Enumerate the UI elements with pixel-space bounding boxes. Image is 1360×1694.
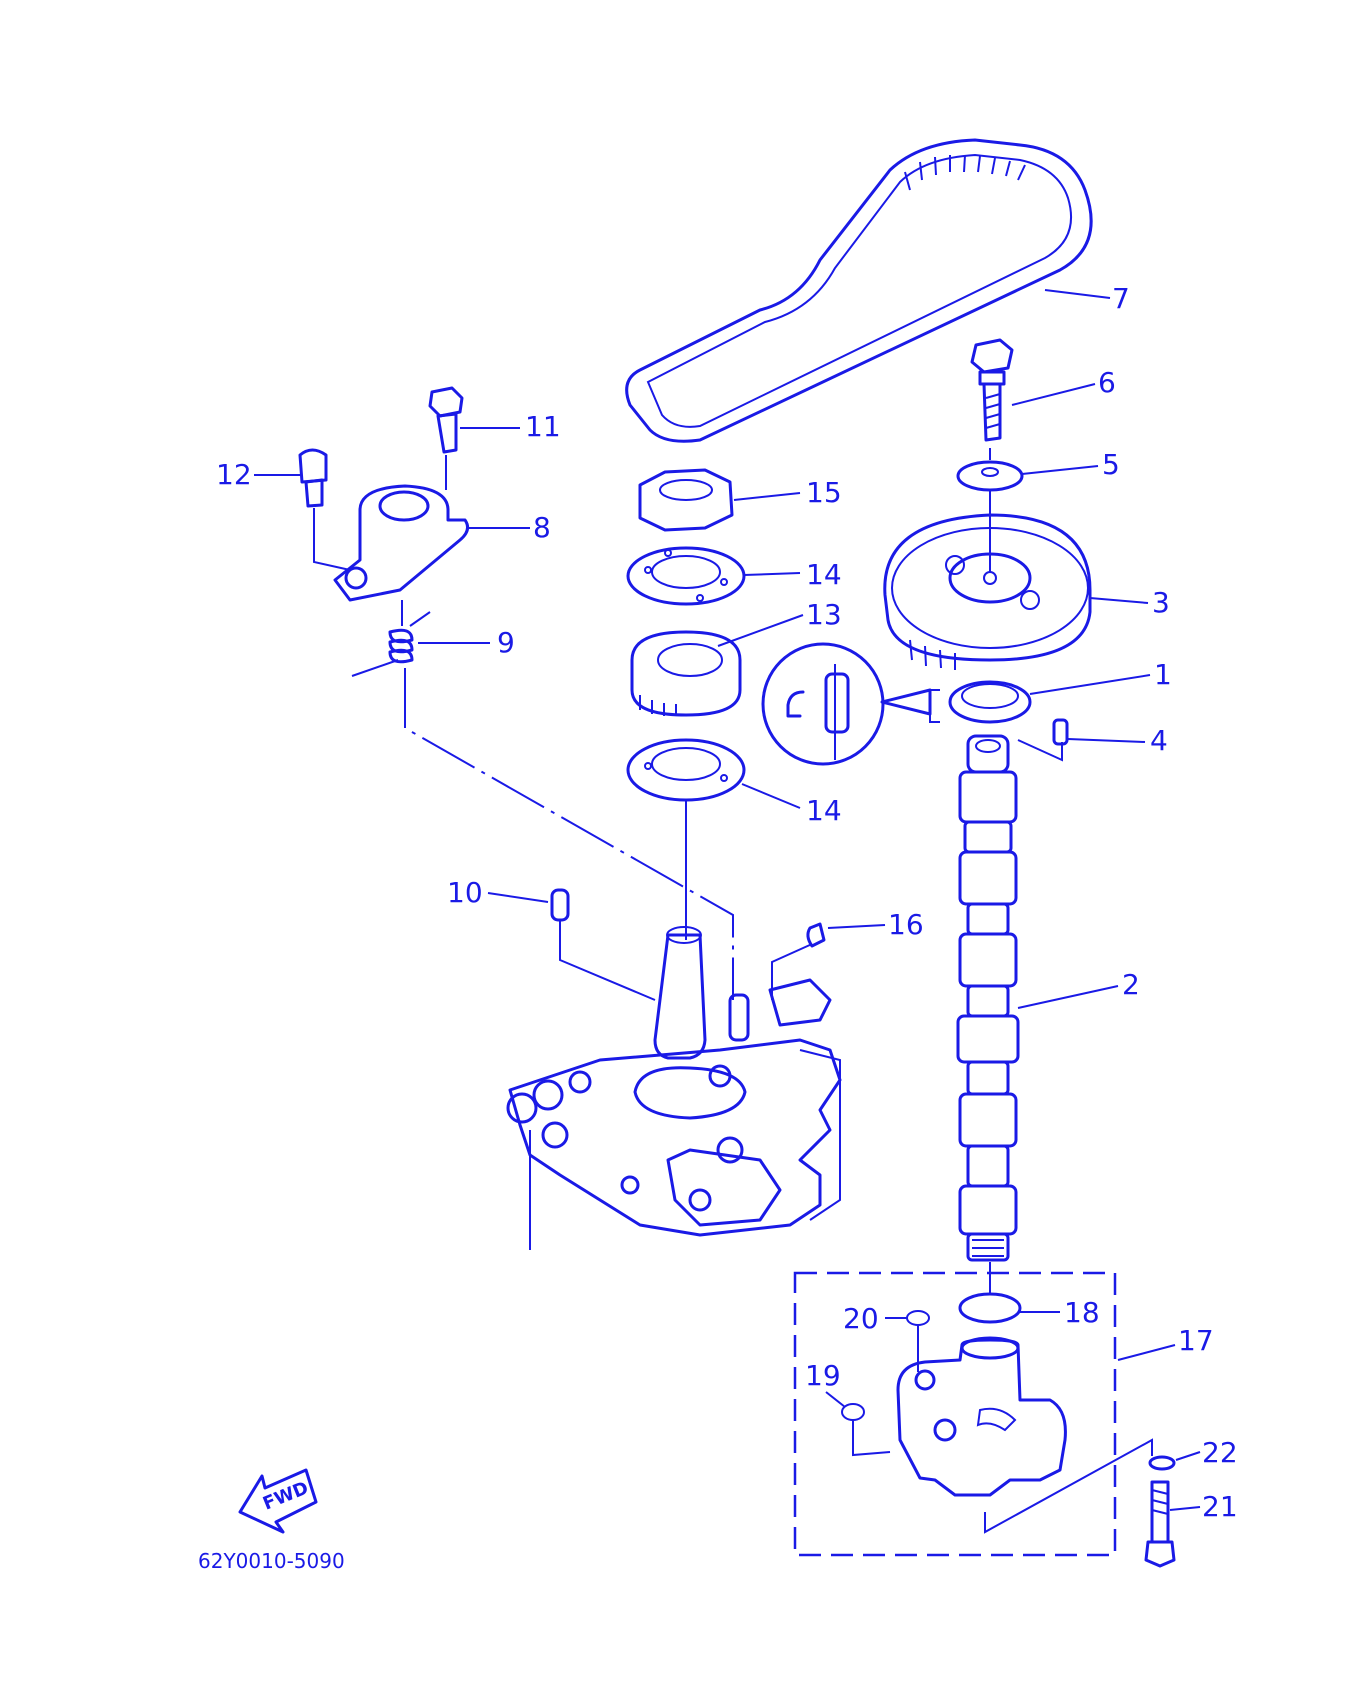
dowel-pin-4 bbox=[1052, 718, 1069, 746]
diagram-code: 62Y0010-5090 bbox=[198, 1549, 345, 1573]
callouts: 1 2 3 4 5 6 7 8 9 10 11 12 13 14 14 15 1… bbox=[216, 282, 1238, 1523]
callout-3: 3 bbox=[1152, 586, 1170, 619]
callout-10: 10 bbox=[447, 876, 483, 909]
oil-seal bbox=[948, 680, 1032, 724]
driven-pulley bbox=[883, 513, 1092, 670]
cam-pulley-bolt bbox=[970, 338, 1014, 442]
callout-2: 2 bbox=[1122, 968, 1140, 1001]
oil-pump-assembly bbox=[793, 1271, 1117, 1557]
callout-14-upper: 14 bbox=[806, 558, 842, 591]
callout-22: 22 bbox=[1202, 1436, 1238, 1469]
callout-1: 1 bbox=[1154, 658, 1172, 691]
washer-22 bbox=[1148, 1455, 1176, 1471]
fwd-arrow-icon: FWD bbox=[238, 1468, 318, 1534]
bolt-11 bbox=[428, 386, 464, 454]
callout-17: 17 bbox=[1178, 1324, 1214, 1357]
callout-21: 21 bbox=[1202, 1490, 1238, 1523]
dowel-pin-10 bbox=[550, 888, 570, 922]
callout-16: 16 bbox=[888, 908, 924, 941]
callout-15: 15 bbox=[806, 476, 842, 509]
callout-19: 19 bbox=[805, 1359, 841, 1392]
drive-pulley bbox=[630, 630, 742, 717]
bolt-12 bbox=[298, 448, 328, 508]
callout-13: 13 bbox=[806, 598, 842, 631]
bolt-21 bbox=[1144, 1480, 1176, 1568]
leader-lines bbox=[254, 289, 1201, 1511]
washer bbox=[956, 460, 1024, 492]
callout-6: 6 bbox=[1098, 366, 1116, 399]
key-detail-inset bbox=[761, 642, 940, 766]
plate-lower bbox=[626, 738, 746, 802]
callout-11: 11 bbox=[525, 410, 561, 443]
callout-20: 20 bbox=[843, 1302, 879, 1335]
spring bbox=[351, 611, 431, 677]
o-ring-20 bbox=[906, 1310, 930, 1326]
woodruff-key bbox=[806, 922, 826, 948]
callout-18: 18 bbox=[1064, 1296, 1100, 1329]
callout-4: 4 bbox=[1150, 724, 1168, 757]
nut bbox=[638, 468, 734, 532]
timing-belt bbox=[625, 138, 1093, 443]
callout-14-lower: 14 bbox=[806, 794, 842, 827]
callout-8: 8 bbox=[533, 511, 551, 544]
tensioner bbox=[333, 484, 470, 602]
plate-upper bbox=[626, 546, 746, 606]
engine-block bbox=[506, 926, 842, 1250]
o-ring-18 bbox=[958, 1292, 1022, 1324]
callout-12: 12 bbox=[216, 458, 252, 491]
camshaft bbox=[956, 734, 1020, 1262]
callout-5: 5 bbox=[1102, 448, 1120, 481]
assembly-lines bbox=[313, 448, 1153, 1534]
callout-9: 9 bbox=[497, 626, 515, 659]
callout-7: 7 bbox=[1112, 282, 1130, 315]
